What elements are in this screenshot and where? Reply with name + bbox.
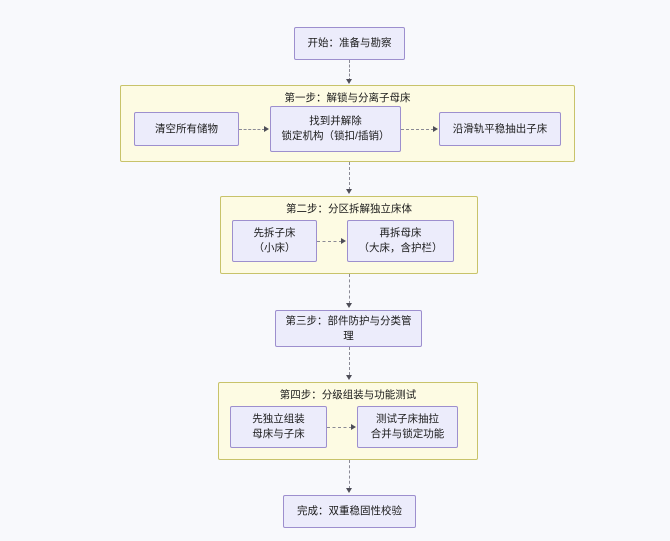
node-end[interactable]: 完成：双重稳固性校验 [283,495,416,528]
arrowhead-step2-1-to-2 [341,237,346,244]
edge-step3-to-step4 [349,347,350,375]
arrowhead-step2-to-step3 [346,303,352,308]
edge-step2-1-to-2 [317,241,342,242]
cluster-step1-title: 第一步：解锁与分离子母床 [284,92,411,104]
cluster-step2-title: 第二步：分区拆解独立床体 [286,203,412,215]
edge-step2-to-step3 [349,274,350,304]
node-step4-assemble[interactable]: 先独立组装 母床与子床 [230,406,327,448]
node-step3[interactable]: 第三步：部件防护与分类管理 [275,310,422,347]
node-step1-slide-out[interactable]: 沿滑轨平稳抽出子床 [439,112,561,146]
arrowhead-step4-to-end [346,488,352,493]
cluster-step4-title: 第四步：分级组装与功能测试 [279,389,417,401]
edge-step4-1-to-2 [327,427,352,428]
node-step1-release-lock[interactable]: 找到并解除 锁定机构（锁扣/插销） [270,106,401,152]
arrowhead-step4-1-to-2 [351,423,356,430]
node-step1-clear-storage[interactable]: 清空所有储物 [134,112,239,146]
node-start[interactable]: 开始：准备与勘察 [294,27,405,60]
arrowhead-step1-2-to-3 [433,125,438,132]
arrowhead-step1-1-to-2 [264,125,269,132]
node-step2-parent-bed[interactable]: 再拆母床 （大床，含护栏） [347,220,454,262]
arrowhead-step1-to-step2 [346,189,352,194]
edge-start-to-step1 [349,60,350,81]
edge-step1-2-to-3 [401,129,434,130]
edge-step1-to-step2 [349,162,350,190]
edge-step1-1-to-2 [239,129,265,130]
edge-step4-to-end [349,460,350,489]
arrowhead-start-to-step1 [346,79,352,84]
node-step4-test[interactable]: 测试子床抽拉 合并与锁定功能 [357,406,458,448]
node-step2-child-bed[interactable]: 先拆子床 （小床） [232,220,317,262]
arrowhead-step3-to-step4 [346,375,352,380]
